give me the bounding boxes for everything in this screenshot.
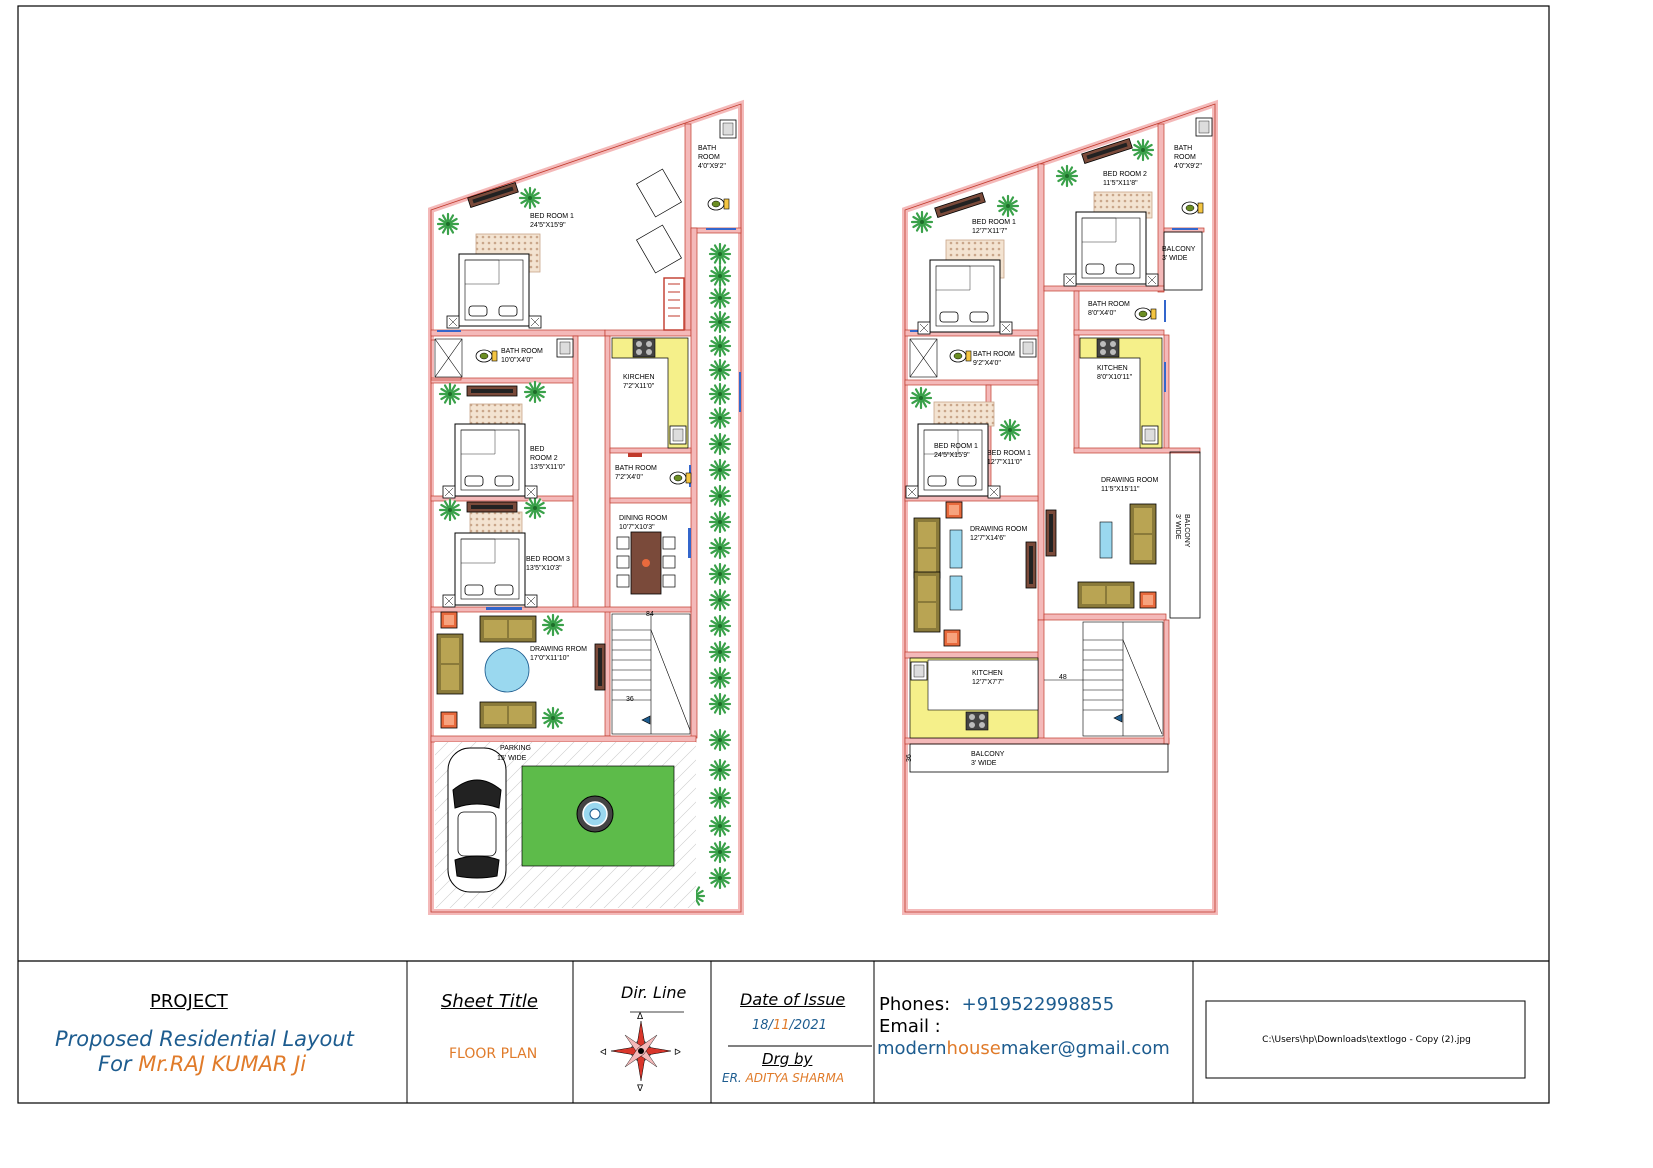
room-size: 3' WIDE: [1162, 255, 1188, 262]
email-part-1: modern: [877, 1038, 947, 1059]
room-size: 9'2"X4'0": [973, 360, 1001, 367]
room-size: 12'7"X11'0": [987, 459, 1023, 466]
room-name: BATH ROOM: [615, 465, 657, 472]
project-line-1: Proposed Residential Layout: [55, 1027, 354, 1051]
client-name: Mr.RAJ KUMAR Ji: [138, 1052, 307, 1076]
sheet-title: FLOOR PLAN: [449, 1046, 538, 1062]
room-size: 11'5"X11'8": [1103, 180, 1138, 187]
right-plan-labels: BED ROOM 1 12'7"X11'7" BED ROOM 2 11'5"X…: [906, 145, 1202, 767]
svg-text:ᐊ: ᐊ: [600, 1048, 607, 1058]
room-name: BED ROOM 1: [972, 219, 1016, 226]
email-value[interactable]: modernhousemaker@gmail.com: [877, 1038, 1170, 1059]
room-name: BED ROOM 1: [530, 213, 574, 220]
date-month: 11: [772, 1018, 790, 1033]
room-name: BED ROOM 2: [1103, 171, 1147, 178]
room-size: 12'7"X7'7": [972, 679, 1004, 686]
email-part-3: maker: [1000, 1038, 1058, 1059]
room-size: 3' WIDE: [971, 760, 997, 767]
room-name: KITCHEN: [1097, 365, 1128, 372]
room-name: DINING ROOM: [619, 515, 667, 522]
room-name: BATH ROOM: [973, 351, 1015, 358]
email-label: Email :: [879, 1016, 941, 1037]
room-name: ROOM: [698, 154, 720, 161]
room-size: 13'5"X10'3": [526, 565, 562, 572]
room-size: 4'0"X9'2": [698, 163, 726, 170]
drg-by-heading: Drg by: [762, 1050, 813, 1068]
room-name: BATH: [698, 145, 716, 152]
room-size: 24'5"X15'9": [530, 222, 566, 229]
room-size: 10'0"X4'0": [501, 357, 533, 364]
logo-path-placeholder: C:\Users\hp\Downloads\textlogo - Copy (2…: [1262, 1035, 1471, 1045]
room-name: KIRCHEN: [623, 374, 655, 381]
room-name: BED ROOM 1: [987, 450, 1031, 457]
room-size: 7'2"X11'0": [623, 383, 655, 390]
drg-by-prefix: ER.: [722, 1071, 746, 1085]
room-name: PARKING: [500, 745, 531, 752]
drg-by-value: ER. ADITYA SHARMA: [722, 1071, 844, 1085]
room-name: ROOM: [1174, 154, 1196, 161]
room-size: 10'7"X10'3": [619, 524, 655, 531]
room-name: BED ROOM 3: [526, 556, 570, 563]
room-size: 12'7"X14'6": [970, 535, 1006, 542]
room-name: ROOM 2: [530, 455, 558, 462]
sheet-title-heading: Sheet Title: [441, 991, 538, 1012]
room-size: 11'5"X15'11": [1101, 486, 1140, 493]
dir-line-heading: Dir. Line: [621, 983, 687, 1002]
date-day: 18/: [752, 1018, 773, 1033]
outer-border: [17, 5, 1550, 1104]
room-name: BALCONY: [1183, 514, 1190, 548]
room-size: 24'5"X15'9": [934, 452, 970, 459]
dimension-label: 36: [626, 696, 634, 703]
room-size: 12'7"X11'7": [972, 228, 1008, 235]
room-size: 7'2"X4'0": [615, 474, 643, 481]
room-size: 4'0"X9'2": [1174, 163, 1202, 170]
title-block: [406, 961, 1526, 1103]
room-name: DRAWING ROOM: [970, 526, 1027, 533]
room-size: 8'0"X4'0": [1088, 310, 1116, 317]
dimension-label: 36: [906, 754, 913, 762]
compass-icon: ᐃ ᐁ ᐊ ᐅ: [600, 1012, 681, 1094]
room-name: DRAWING ROOM: [1101, 477, 1158, 484]
phones-line: Phones: +919522998855: [879, 994, 1114, 1015]
left-plan-labels: BED ROOM 1 24'5"X15'9" BATH ROOM 4'0"X9'…: [497, 145, 726, 762]
room-name: DRAWING RROM: [530, 646, 587, 653]
room-size: 13'5"X11'0": [530, 464, 566, 471]
room-size: 17'0"X11'10": [530, 655, 570, 662]
dimension-label: 84: [646, 611, 654, 618]
phones-value: +919522998855: [961, 994, 1115, 1015]
room-size: 15' WIDE: [497, 755, 527, 762]
date-year: /2021: [789, 1018, 827, 1033]
project-line-2: For Mr.RAJ KUMAR Ji: [98, 1052, 306, 1076]
svg-text:ᐅ: ᐅ: [674, 1048, 681, 1058]
room-size: 8'0"X10'11": [1097, 374, 1133, 381]
room-name: BATH ROOM: [501, 348, 543, 355]
room-name: BATH ROOM: [1088, 301, 1130, 308]
dimension-label: 48: [1059, 674, 1067, 681]
email-part-2: house: [946, 1038, 1001, 1059]
email-part-4: @gmail.com: [1057, 1038, 1170, 1059]
room-name: BALCONY: [1162, 246, 1196, 253]
drg-by-name: ADITYA SHARMA: [745, 1071, 845, 1085]
svg-text:ᐃ: ᐃ: [637, 1012, 644, 1022]
room-name: BED ROOM 1: [934, 443, 978, 450]
date-value: 18/11/2021: [752, 1018, 827, 1033]
room-name: KITCHEN: [972, 670, 1003, 677]
room-size: 3' WIDE: [1174, 514, 1181, 540]
project-line-2-prefix: For: [98, 1052, 139, 1076]
room-name: BALCONY: [971, 751, 1005, 758]
svg-text:ᐁ: ᐁ: [637, 1084, 644, 1094]
room-name: BED: [530, 446, 544, 453]
room-name: BATH: [1174, 145, 1192, 152]
date-heading: Date of Issue: [740, 990, 846, 1009]
left-floor-plan: [428, 99, 744, 915]
right-floor-plan: [902, 99, 1218, 915]
project-heading: PROJECT: [150, 991, 228, 1012]
phones-label: Phones:: [879, 994, 951, 1015]
